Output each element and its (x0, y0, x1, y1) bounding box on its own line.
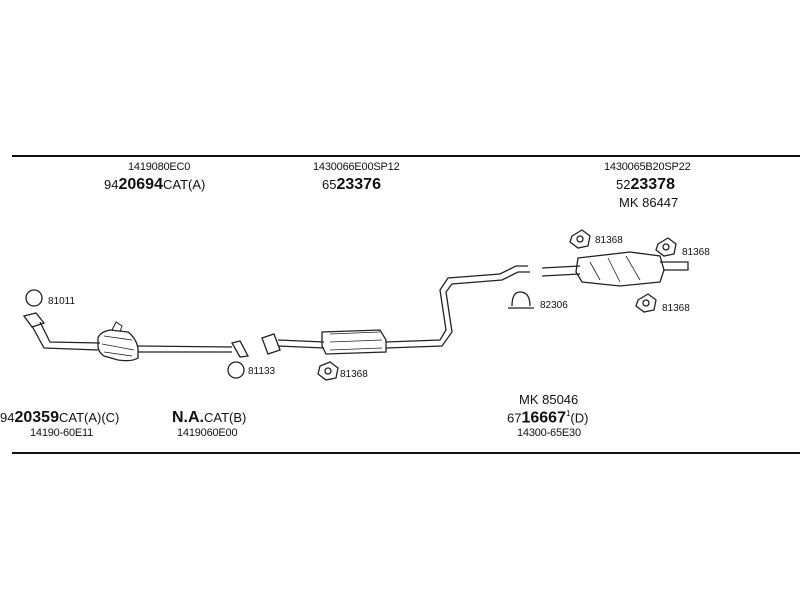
part-label-81368-bottom: 81368 (662, 303, 690, 314)
part-code-front-pipe: 1419080EC0 (128, 161, 191, 173)
catalytic-converter-middle-icon (321, 329, 387, 355)
gasket-81133-icon (227, 361, 245, 379)
rear-pipe-icon (541, 265, 581, 277)
part-number-suffix: CAT(A) (162, 177, 206, 192)
part-number-main: 16667 (521, 409, 566, 427)
part-label-81011: 81011 (48, 296, 76, 307)
part-number-middle-pipe: 6523376 (322, 177, 381, 193)
part-label-81133: 81133 (248, 366, 276, 377)
rubber-mount-81368-bottom-icon (635, 293, 657, 313)
top-divider-line (12, 155, 800, 157)
front-pipe-icon (31, 321, 101, 351)
part-number-main: N.A. (172, 409, 204, 426)
rubber-mount-81368-top-left-icon (569, 229, 591, 249)
part-code-middle-pipe: 1430066E00SP12 (313, 161, 400, 173)
part-number-main: 23376 (336, 176, 381, 193)
part-number-suffix: CAT(A)(C) (58, 410, 120, 425)
tail-pipe-icon (660, 261, 689, 271)
mounting-kit-rear: MK 86447 (619, 195, 679, 210)
part-number-prefix: 94 (0, 410, 15, 425)
front-flange-icon (22, 312, 46, 328)
part-code-front-pipe-bottom: 14190-60E11 (30, 427, 94, 439)
front-pipe-outlet-icon (137, 345, 233, 353)
part-label-81368-top-right: 81368 (682, 247, 710, 258)
part-number-intermediate: 67166671(D) (507, 410, 588, 426)
part-number-prefix: 67 (507, 410, 522, 426)
part-number-front-pipe: 9420694CAT(A) (104, 177, 205, 193)
mounting-kit-middle: MK 85046 (519, 392, 579, 407)
middle-pipe-icon (277, 339, 325, 349)
rubber-mount-81368-top-right-icon (655, 237, 677, 257)
part-number-front-pipe-bottom: 9420359CAT(A)(C) (0, 410, 119, 426)
part-number-prefix: 52 (616, 177, 631, 192)
part-number-rear-muffler: 5223378 (616, 177, 675, 193)
part-code-intermediate: 14300-65E30 (517, 427, 581, 439)
bottom-divider-line (12, 452, 800, 454)
part-label-82306: 82306 (540, 300, 568, 311)
part-number-suffix: (D) (570, 410, 589, 426)
part-number-main: 20359 (14, 409, 59, 426)
part-number-prefix: 94 (104, 177, 119, 192)
gasket-81011-icon (25, 289, 43, 307)
intermediate-pipe-icon (385, 265, 530, 349)
part-number-superscript: 1 (565, 409, 571, 418)
part-number-main: 20694 (118, 176, 163, 193)
part-number-suffix: CAT(B) (204, 410, 247, 425)
catalytic-converter-front-icon (97, 329, 139, 362)
part-label-81368-middle: 81368 (340, 369, 368, 380)
part-code-cat-b: 1419060E00 (177, 427, 238, 439)
part-number-cat-b: N.A.CAT(B) (172, 410, 246, 426)
middle-flange-icon (261, 333, 281, 355)
rubber-mount-81368-icon (317, 361, 339, 381)
part-number-main: 23378 (630, 176, 675, 193)
rear-muffler-icon (575, 251, 665, 287)
clamp-82306-icon (508, 291, 534, 309)
part-code-rear-muffler: 1430065B20SP22 (604, 161, 691, 173)
part-number-prefix: 65 (322, 177, 337, 192)
part-label-81368-top-left: 81368 (595, 235, 623, 246)
